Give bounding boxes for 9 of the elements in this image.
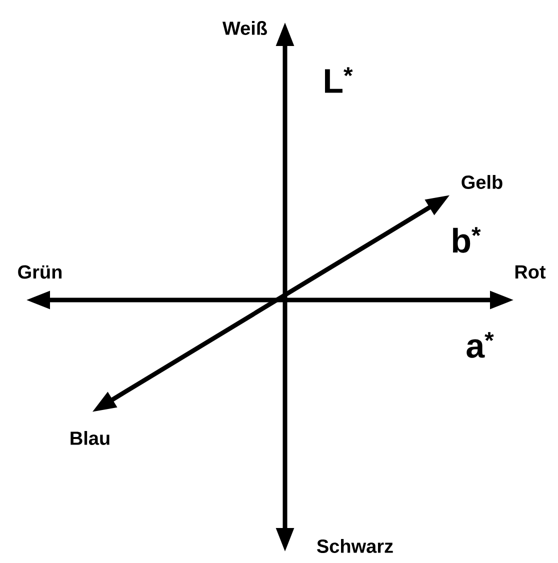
axis-name: L$^{*}$ bbox=[325, 67, 353, 93]
axis-label: Grün bbox=[18, 265, 62, 279]
axis-name: b$^{*}$ bbox=[452, 227, 481, 253]
axis-label: Schwarz bbox=[317, 539, 393, 553]
axis-label: Rot bbox=[515, 265, 546, 279]
axis-label: Blau bbox=[70, 431, 110, 445]
axis-name: a$^{*}$ bbox=[466, 332, 494, 358]
axis-label: Weiß bbox=[222, 21, 267, 35]
axis-label: Gelb bbox=[462, 175, 502, 189]
